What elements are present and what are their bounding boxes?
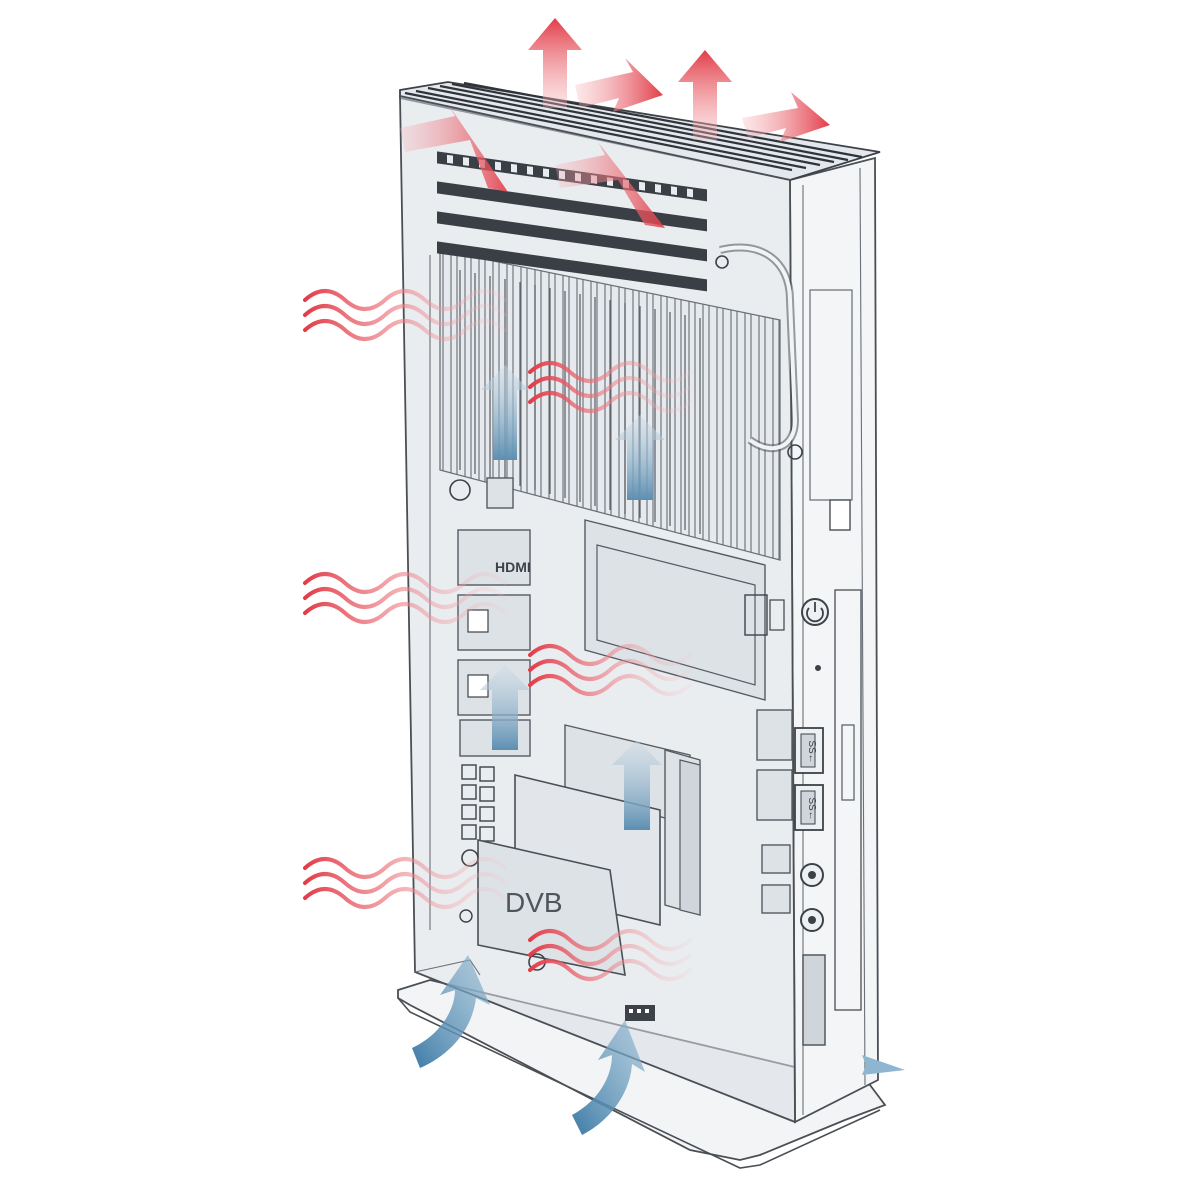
cool-air-intake-arrows [412,955,905,1135]
heat-wave-group [528,929,692,981]
bottom-header [625,1005,655,1021]
heat-radiation-waves [303,289,692,981]
microphone-jack-icon [808,916,816,924]
usb-port-label: SS← [806,740,817,763]
svg-text:HDMI: HDMI [495,559,531,575]
intake-arrow [572,1020,645,1135]
cool-arrow [480,665,530,750]
power-button[interactable] [801,598,829,626]
exhaust-arrow [575,58,663,112]
usb-port-bottom[interactable]: SS← [794,784,824,831]
exhaust-arrow [400,104,508,192]
exhaust-arrow [555,142,665,228]
usb-port-label: SS← [806,797,817,820]
heat-wave-group [303,289,507,341]
top-heatsink [399,81,881,181]
hot-air-exhaust-arrows [400,18,830,228]
exhaust-arrow [678,50,732,140]
dvb-label: DVB [505,887,563,918]
heat-wave-group [528,361,692,413]
cool-arrow [615,415,665,500]
front-panel [789,156,879,1124]
power-led [815,665,821,671]
intake-arrow [412,955,490,1068]
usb-port-top[interactable]: SS← [794,727,824,774]
cool-arrow [481,365,529,460]
cool-arrow [612,740,662,830]
exhaust-arrow [742,92,830,142]
exhaust-arrow [528,18,582,108]
internal-usb-headers [756,709,793,914]
intake-arrow [862,1055,905,1075]
heat-wave-group [303,857,507,909]
headphone-jack-icon [808,871,816,879]
dvb-tuner-module: DVB [459,773,661,977]
memory-module [584,519,785,701]
cool-air-internal-arrows [480,365,665,830]
heat-wave-group [303,572,507,624]
rear-io-ports: HDMI [449,477,531,842]
power-icon [806,602,824,623]
heat-wave-group [528,644,692,696]
heatpipe [715,243,803,460]
headphone-jack[interactable] [800,863,824,887]
microphone-jack[interactable] [800,908,824,932]
